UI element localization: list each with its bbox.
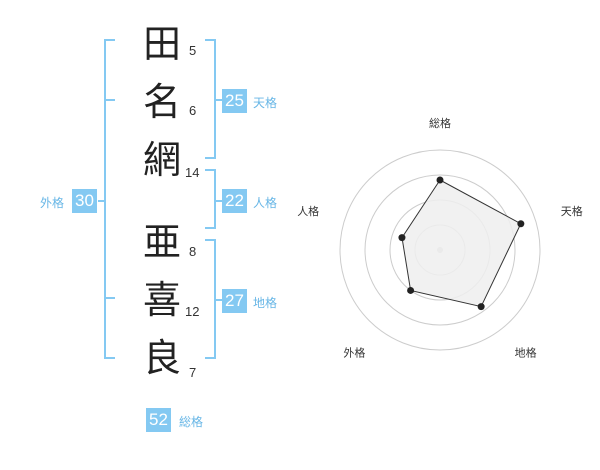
radar-data-area	[401, 179, 522, 308]
jinkaku-value-badge: 22	[222, 189, 247, 213]
radar-data-point	[517, 220, 525, 228]
stroke-count: 14	[185, 165, 200, 180]
name-character: 田	[142, 22, 181, 66]
chikaku-label: 地格	[253, 296, 278, 310]
stroke-count: 5	[189, 43, 197, 58]
chikaku-value-badge: 27	[222, 289, 247, 313]
radar-grid-ring	[339, 149, 541, 351]
radar-axis-label: 地格	[515, 346, 537, 360]
radar-data-point	[436, 176, 444, 184]
soukaku-value-badge: 52	[146, 408, 171, 432]
name-character: 網	[142, 138, 181, 182]
radar-axis-label: 人格	[297, 204, 319, 218]
tenkaku-value-badge: 25	[222, 89, 247, 113]
soukaku-label: 総格	[179, 415, 204, 429]
stroke-count: 6	[189, 103, 197, 118]
tenkaku-label: 天格	[253, 96, 278, 110]
name-character: 亜	[142, 220, 181, 264]
radar-data-point	[407, 286, 415, 294]
stroke-count: 8	[189, 244, 197, 259]
jinkaku-label: 人格	[253, 196, 278, 210]
radar-data-point	[398, 234, 406, 242]
radar-axis-label: 外格	[343, 346, 365, 360]
stroke-count: 7	[189, 365, 197, 380]
radar-grid-ring	[364, 174, 516, 326]
radar-data-point	[477, 303, 485, 311]
gaikaku-label: 外格	[40, 196, 65, 210]
radar-axis-label: 総格	[429, 116, 451, 130]
gaikaku-value-badge: 30	[72, 189, 97, 213]
name-character: 喜	[142, 278, 181, 322]
stroke-count: 12	[185, 304, 200, 319]
jinkaku-bracket	[205, 169, 216, 229]
name-character: 良	[142, 336, 181, 380]
radar-axis-label: 天格	[561, 204, 583, 218]
gaikaku-bracket	[104, 39, 115, 359]
name-character: 名	[142, 80, 181, 124]
